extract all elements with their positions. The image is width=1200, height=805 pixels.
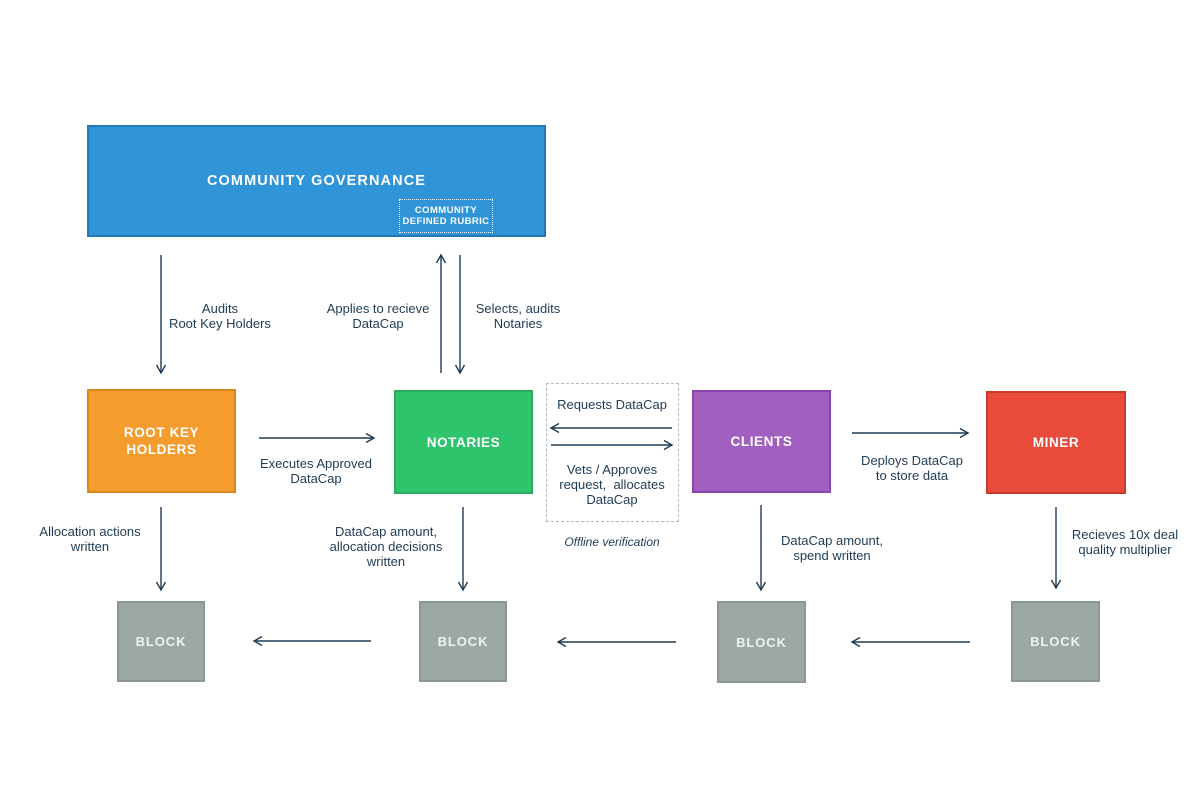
arrow-block2-to-block1 [254, 637, 371, 646]
arrow-rootkey-to-notaries [259, 434, 374, 443]
notaries-label: NOTARIES [426, 434, 501, 450]
offline-verification-box [546, 383, 679, 522]
arrow-clients-to-block [757, 505, 766, 590]
edge-label-allocation-actions-written: Allocation actions written [39, 524, 141, 554]
node-block-1: BLOCK [117, 601, 205, 682]
arrow-miner-to-block [1052, 507, 1061, 588]
miner-label: MINER [1032, 435, 1080, 450]
node-block-3: BLOCK [717, 601, 806, 683]
arrow-governance-to-notaries [456, 255, 465, 373]
arrow-notaries-to-governance [437, 255, 446, 373]
block-label: BLOCK [736, 634, 787, 650]
node-community-governance: COMMUNITY GOVERNANCE COMMUNITY DEFINED R… [87, 125, 546, 237]
node-clients: CLIENTS [692, 390, 831, 493]
node-block-4: BLOCK [1011, 601, 1100, 682]
node-community-defined-rubric: COMMUNITY DEFINED RUBRIC [399, 199, 493, 233]
edge-label-datacap-spend-written: DataCap amount, spend written [781, 533, 883, 563]
arrow-notaries-to-block [459, 507, 468, 590]
edge-label-selects-audits-notaries: Selects, audits Notaries [475, 301, 561, 331]
node-block-2: BLOCK [419, 601, 507, 682]
block-label: BLOCK [437, 634, 489, 649]
block-label: BLOCK [1030, 634, 1081, 649]
arrow-notaries-to-clients [551, 441, 672, 450]
edge-label-applies-to-recieve-datacap: Applies to recieve DataCap [326, 301, 430, 331]
root-key-holders-label: ROOT KEY HOLDERS [123, 425, 200, 457]
arrow-block3-to-block2 [558, 638, 676, 647]
edge-label-recieves-multiplier: Recieves 10x deal quality multiplier [1071, 527, 1179, 557]
arrow-clients-to-miner [852, 429, 968, 438]
edge-label-audits-root-key-holders: Audits Root Key Holders [169, 301, 271, 331]
edge-label-requests-datacap: Requests DataCap [557, 397, 667, 412]
node-root-key-holders: ROOT KEY HOLDERS [87, 389, 236, 493]
clients-label: CLIENTS [730, 434, 793, 449]
edge-label-datacap-allocation-written: DataCap amount, allocation decisions wri… [329, 524, 443, 569]
arrow-clients-to-notaries [551, 424, 672, 433]
arrow-rootkey-to-block [157, 507, 166, 590]
arrow-governance-to-rootkey [157, 255, 166, 373]
edge-label-offline-verification: Offline verification [564, 535, 660, 549]
edge-label-deploys-datacap: Deploys DataCap to store data [861, 453, 963, 483]
community-governance-label: COMMUNITY GOVERNANCE [206, 173, 427, 189]
node-miner: MINER [986, 391, 1126, 494]
edge-label-executes-approved-datacap: Executes Approved DataCap [259, 456, 373, 486]
community-defined-rubric-label: COMMUNITY DEFINED RUBRIC [402, 204, 490, 228]
block-label: BLOCK [135, 634, 187, 649]
edge-label-vets-approves-request: Vets / Approves request, allocates DataC… [559, 462, 665, 507]
arrow-block4-to-block3 [852, 638, 970, 647]
node-notaries: NOTARIES [394, 390, 533, 494]
